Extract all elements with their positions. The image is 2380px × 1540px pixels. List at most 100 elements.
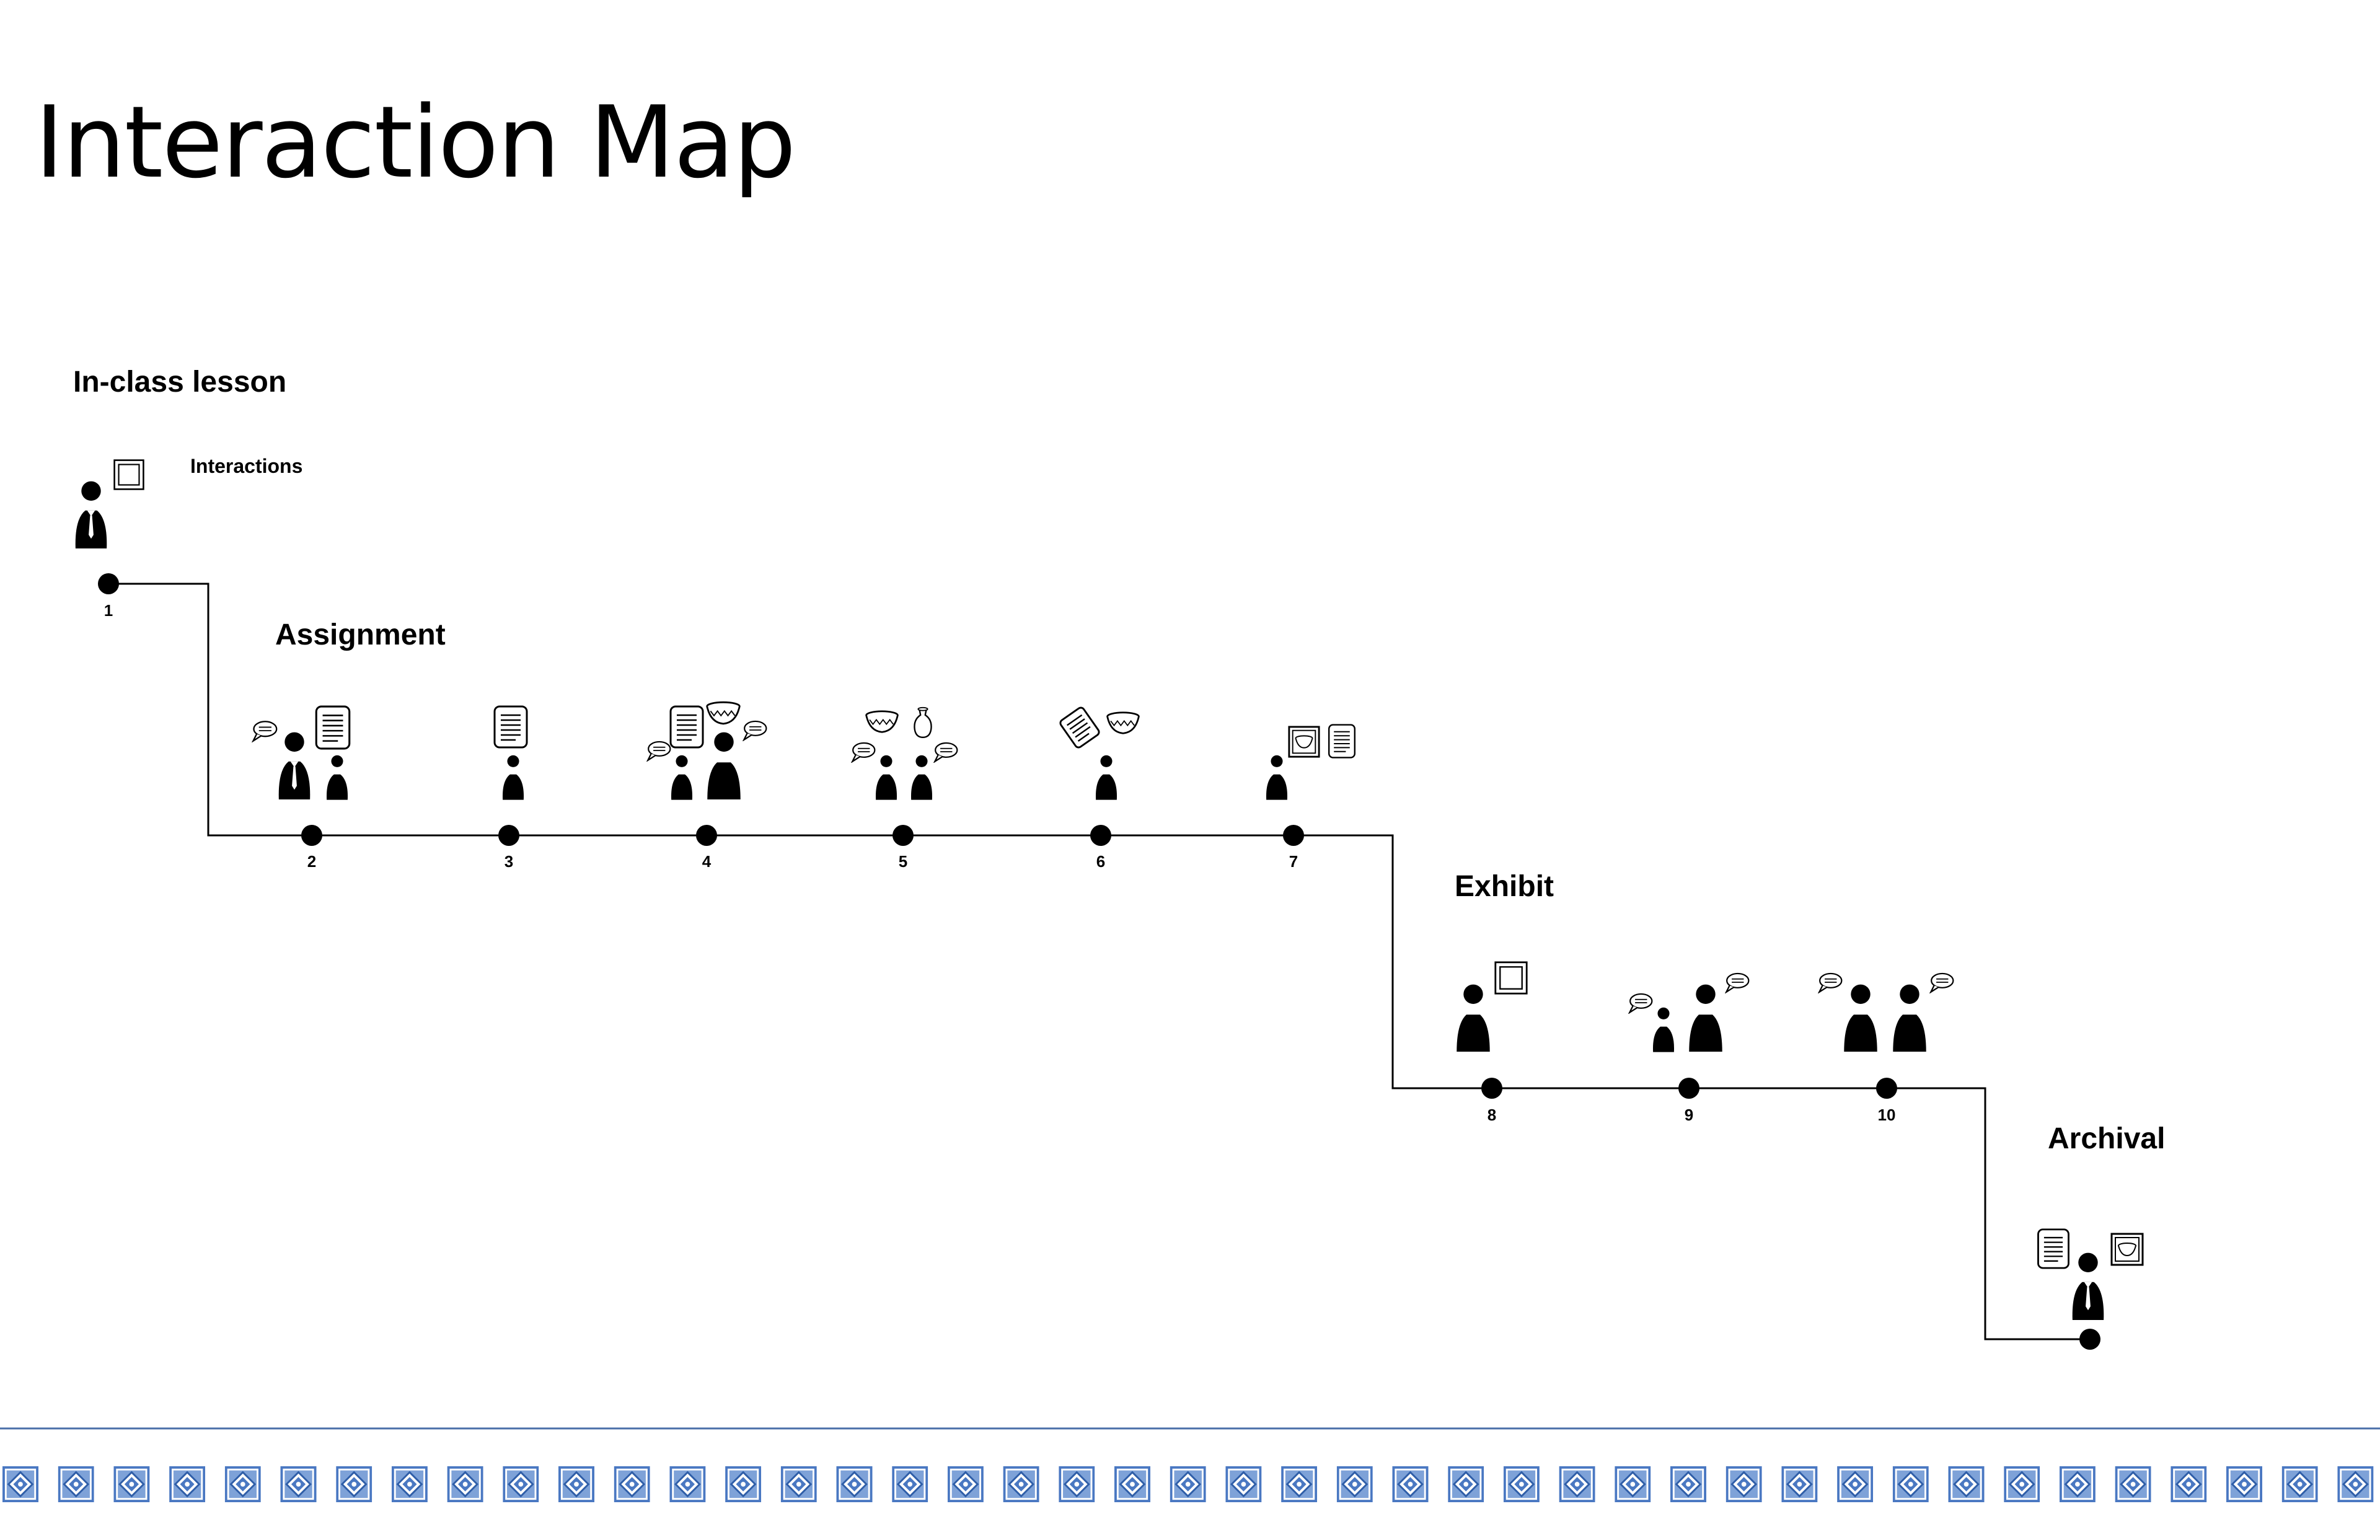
step-number: 3 — [505, 852, 513, 871]
footer-tile-icon — [2171, 1466, 2207, 1502]
footer-tile-icon — [58, 1466, 94, 1502]
step-number: 2 — [307, 852, 316, 871]
speech-bubble-icon — [647, 741, 671, 761]
step-number: 1 — [104, 601, 113, 620]
speech-bubble-icon — [852, 742, 876, 762]
footer-tile-icon — [780, 1466, 817, 1502]
visitor-icon — [1457, 984, 1490, 1052]
footer-tile-icon — [2059, 1466, 2096, 1502]
step-node-1 — [98, 573, 119, 594]
visitor-icon — [707, 732, 741, 799]
stage-label-exhibit: Exhibit — [1455, 870, 1554, 903]
footer-tile-icon — [669, 1466, 706, 1502]
footer-tile-icon — [224, 1466, 261, 1502]
stage-label-archival: Archival — [2048, 1122, 2165, 1155]
footer-tile-icon — [1059, 1466, 1095, 1502]
footer-tile-icon — [1003, 1466, 1039, 1502]
student-icon — [671, 755, 693, 800]
step-node-8 — [1481, 1078, 1502, 1099]
footer-tile-icon — [1948, 1466, 1985, 1502]
footer-tile-icon — [1726, 1466, 1762, 1502]
footer-tile-icon — [1281, 1466, 1318, 1502]
step-node-2 — [301, 825, 322, 846]
frame-icon — [1494, 961, 1528, 995]
instructor-icon — [2072, 1252, 2104, 1320]
step-node-9 — [1678, 1078, 1699, 1099]
step-node-7 — [1283, 825, 1304, 846]
footer-tile-icon — [2004, 1466, 2040, 1502]
step-number: 7 — [1289, 852, 1298, 871]
speech-bubble-icon — [252, 721, 278, 742]
footer-tile-icon — [1392, 1466, 1429, 1502]
footer-tile-icon — [2281, 1466, 2318, 1502]
student-icon — [502, 755, 524, 800]
legend-label: Interactions — [190, 455, 302, 477]
footer-tile-icon — [947, 1466, 984, 1502]
footer-tile-icon — [447, 1466, 483, 1502]
document-icon — [669, 705, 704, 749]
footer-tile-icon — [113, 1466, 150, 1502]
step-number: 10 — [1878, 1106, 1896, 1124]
footer-tile-icon — [2, 1466, 38, 1502]
footer-tile-icon — [169, 1466, 206, 1502]
visitor-icon — [1844, 984, 1877, 1052]
footer-tile-icon — [725, 1466, 762, 1502]
step-number: 9 — [1685, 1106, 1693, 1124]
document-icon — [1328, 724, 1356, 759]
page-title: Interaction Map — [35, 84, 796, 200]
speech-bubble-icon — [1629, 993, 1653, 1013]
footer-tile-icon — [614, 1466, 650, 1502]
stage-label-assignment: Assignment — [275, 618, 446, 651]
tilted-document-icon — [1059, 706, 1101, 749]
step-node-archival — [2079, 1329, 2100, 1350]
student-icon — [875, 755, 897, 800]
student-icon — [1266, 755, 1288, 800]
framed-bowl-icon — [2110, 1233, 2144, 1266]
footer-tile-icon — [558, 1466, 594, 1502]
step-node-10 — [1876, 1078, 1897, 1099]
document-icon — [493, 705, 528, 749]
footer-tile-icon — [1892, 1466, 1929, 1502]
step-node-3 — [498, 825, 519, 846]
footer-pattern — [2, 1466, 2374, 1502]
footer-tile-icon — [1448, 1466, 1484, 1502]
footer-tile-icon — [2226, 1466, 2262, 1502]
speech-bubble-icon — [1726, 972, 1750, 993]
footer-tile-icon — [1670, 1466, 1706, 1502]
document-icon — [315, 705, 351, 750]
speech-bubble-icon — [743, 720, 767, 741]
footer-tile-icon — [1114, 1466, 1150, 1502]
frame-icon — [113, 459, 144, 490]
footer-tile-icon — [2115, 1466, 2151, 1502]
visitor-icon — [1689, 984, 1722, 1052]
speech-bubble-icon — [934, 742, 958, 762]
footer-tile-icon — [503, 1466, 539, 1502]
footer-tile-icon — [1615, 1466, 1651, 1502]
footer-tile-icon — [391, 1466, 428, 1502]
footer-tile-icon — [1781, 1466, 1818, 1502]
stage-label-in-class-lesson: In-class lesson — [73, 366, 286, 398]
step-node-6 — [1090, 825, 1111, 846]
visitor-icon — [1893, 984, 1926, 1052]
student-icon — [1652, 1007, 1675, 1052]
framed-bowl-icon — [1288, 726, 1320, 758]
bowl-icon — [706, 701, 741, 725]
footer-tile-icon — [1336, 1466, 1373, 1502]
speech-bubble-icon — [1930, 972, 1954, 993]
vase-icon — [914, 706, 932, 739]
timeline-path — [108, 583, 2090, 1340]
step-node-4 — [696, 825, 717, 846]
instructor-icon — [278, 732, 311, 799]
bowl-icon — [1106, 711, 1140, 734]
instructor-icon — [75, 481, 107, 548]
footer-tile-icon — [1559, 1466, 1595, 1502]
speech-bubble-icon — [1818, 972, 1843, 993]
step-number: 8 — [1488, 1106, 1496, 1124]
footer-tile-icon — [1837, 1466, 1874, 1502]
student-icon — [910, 755, 933, 800]
step-number: 4 — [702, 852, 712, 871]
student-icon — [326, 755, 348, 800]
step-number: 5 — [899, 852, 907, 871]
footer-tile-icon — [836, 1466, 873, 1502]
